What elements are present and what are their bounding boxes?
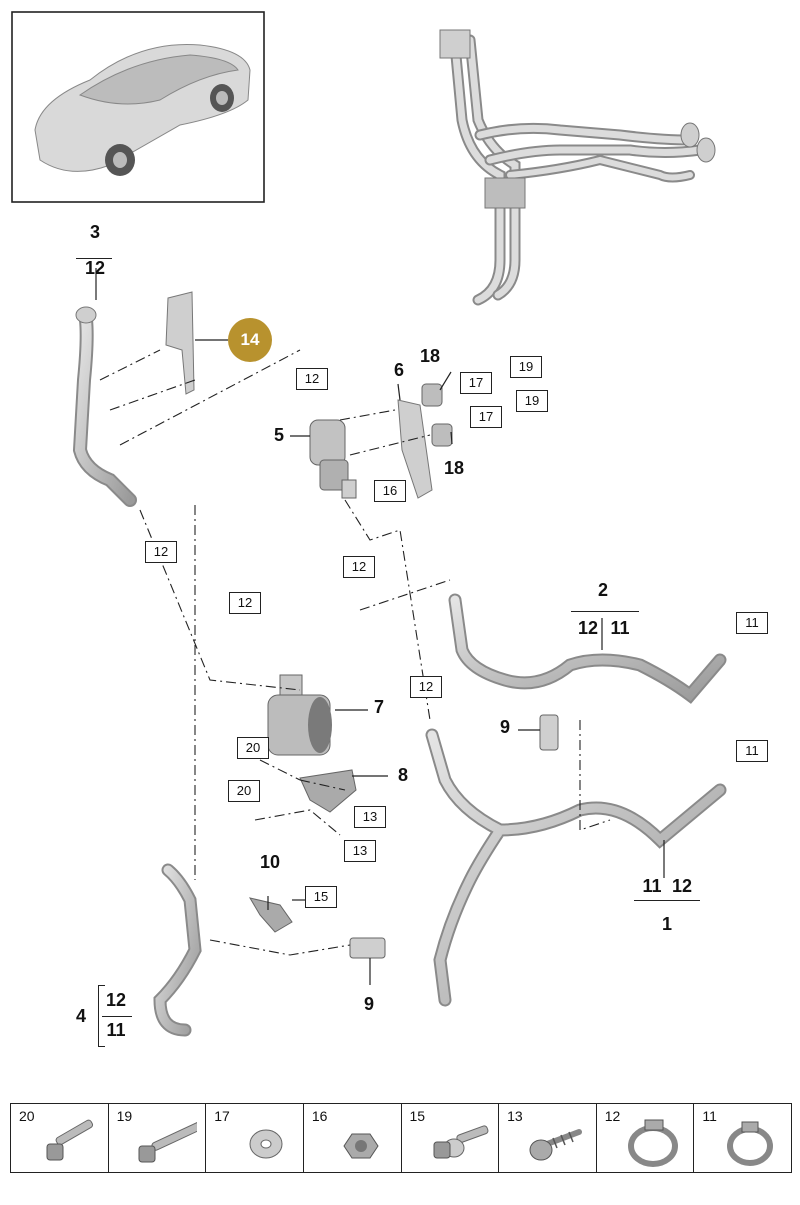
callout-2-sub-a: 12 <box>577 618 599 638</box>
legend-cell-16[interactable]: 16 <box>304 1104 402 1172</box>
clip-part-9-lower[interactable] <box>349 937 386 959</box>
legend-number: 15 <box>409 1108 426 1124</box>
callout-2-sub-b: 11 <box>610 618 630 638</box>
callout-4[interactable]: 4 <box>75 1006 86 1026</box>
legend-number: 12 <box>604 1108 621 1124</box>
grommet-part-18-upper[interactable] <box>421 383 443 407</box>
legend-cell-13[interactable]: 13 <box>499 1104 597 1172</box>
callout-8[interactable]: 8 <box>397 765 408 785</box>
legend-number: 19 <box>116 1108 133 1124</box>
screw-icon <box>529 1129 583 1161</box>
valve-part-5[interactable] <box>309 419 357 499</box>
legend-number: 13 <box>507 1108 523 1124</box>
callout-1-sub-a: 11 <box>642 876 662 896</box>
washer-icon <box>249 1129 283 1159</box>
callout-1-bracket <box>634 900 700 901</box>
callout-4-divider <box>102 1016 132 1017</box>
callout-box-19-lower[interactable]: 19 <box>516 390 548 412</box>
legend-number: 16 <box>311 1108 328 1124</box>
grommet-part-18-lower[interactable] <box>431 423 453 447</box>
hose-clamp-icon <box>727 1121 774 1166</box>
legend-number: 20 <box>19 1108 35 1124</box>
callout-9-lower[interactable]: 9 <box>363 994 374 1014</box>
parts-diagram <box>11 11 727 1037</box>
legend-cell-12[interactable]: 12 <box>597 1104 695 1172</box>
hose-part-3[interactable] <box>72 306 137 507</box>
hex-nut-icon <box>343 1133 379 1159</box>
bolt-long-icon <box>138 1120 197 1163</box>
legend-cell-17[interactable]: 17 <box>206 1104 304 1172</box>
legend-cell-15[interactable]: 15 <box>402 1104 500 1172</box>
callout-14-badge[interactable]: 14 <box>228 318 272 362</box>
callout-3[interactable]: 3 <box>89 222 100 242</box>
callout-box-20-lower[interactable]: 20 <box>228 780 260 802</box>
legend-cell-20[interactable]: 20 <box>11 1104 109 1172</box>
coolant-pipe-assembly-overview <box>439 29 716 306</box>
callout-3-sub: 12 <box>84 258 106 278</box>
callout-1-sub-b: 12 <box>671 876 693 896</box>
bolt-with-washer-icon <box>433 1125 488 1159</box>
callout-box-15[interactable]: 15 <box>305 886 337 908</box>
callout-box-13-upper[interactable]: 13 <box>354 806 386 828</box>
hose-part-2[interactable] <box>448 593 727 704</box>
callout-box-19-upper[interactable]: 19 <box>510 356 542 378</box>
callout-5[interactable]: 5 <box>273 425 284 445</box>
callout-box-16[interactable]: 16 <box>374 480 406 502</box>
clip-part-9-upper[interactable] <box>539 714 559 751</box>
callout-2[interactable]: 2 <box>597 580 608 600</box>
callout-4-sub-a: 12 <box>105 990 127 1010</box>
bracket-part-6[interactable] <box>397 399 433 499</box>
callout-box-12-left[interactable]: 12 <box>145 541 177 563</box>
callout-9-upper[interactable]: 9 <box>499 717 510 737</box>
legend-cell-11[interactable]: 11 <box>694 1104 791 1172</box>
bracket-part-14[interactable] <box>165 291 195 395</box>
callout-2-bracket <box>571 611 639 612</box>
callout-6[interactable]: 6 <box>393 360 404 380</box>
callout-box-12-right[interactable]: 12 <box>410 676 442 698</box>
callout-4-sub-b: 11 <box>106 1020 126 1040</box>
fastener-legend: 20 19 17 16 15 13 12 11 <box>10 1103 792 1173</box>
bolt-small-icon <box>46 1119 94 1161</box>
callout-box-11-top[interactable]: 11 <box>736 612 768 634</box>
hose-part-1[interactable] <box>425 728 727 1007</box>
dash-dot-lines <box>99 349 611 956</box>
callout-box-11-mid[interactable]: 11 <box>736 740 768 762</box>
legend-number: 11 <box>702 1108 717 1124</box>
pump-part-7[interactable] <box>267 674 332 756</box>
callout-box-12-hose[interactable]: 12 <box>229 592 261 614</box>
callout-box-17-upper[interactable]: 17 <box>460 372 492 394</box>
callout-4-bracket <box>98 985 105 1047</box>
leader-lines <box>95 268 665 985</box>
hose-clamp-icon <box>627 1119 678 1167</box>
callout-box-12-valve[interactable]: 12 <box>296 368 328 390</box>
callout-box-20-upper[interactable]: 20 <box>237 737 269 759</box>
hose-part-4[interactable] <box>153 863 202 1037</box>
callout-10[interactable]: 10 <box>259 852 281 872</box>
callout-18-upper[interactable]: 18 <box>419 346 441 366</box>
callout-box-17-lower[interactable]: 17 <box>470 406 502 428</box>
bracket-part-10[interactable] <box>248 897 293 933</box>
legend-number: 17 <box>214 1108 230 1124</box>
callout-3-bracket <box>76 258 112 259</box>
vehicle-image <box>34 43 251 176</box>
callout-box-13-lower[interactable]: 13 <box>344 840 376 862</box>
callout-18-lower[interactable]: 18 <box>443 458 465 478</box>
mount-part-8[interactable] <box>299 769 357 813</box>
callout-7[interactable]: 7 <box>373 697 384 717</box>
callout-1[interactable]: 1 <box>661 914 672 934</box>
legend-cell-19[interactable]: 19 <box>109 1104 207 1172</box>
callout-box-12-mid[interactable]: 12 <box>343 556 375 578</box>
